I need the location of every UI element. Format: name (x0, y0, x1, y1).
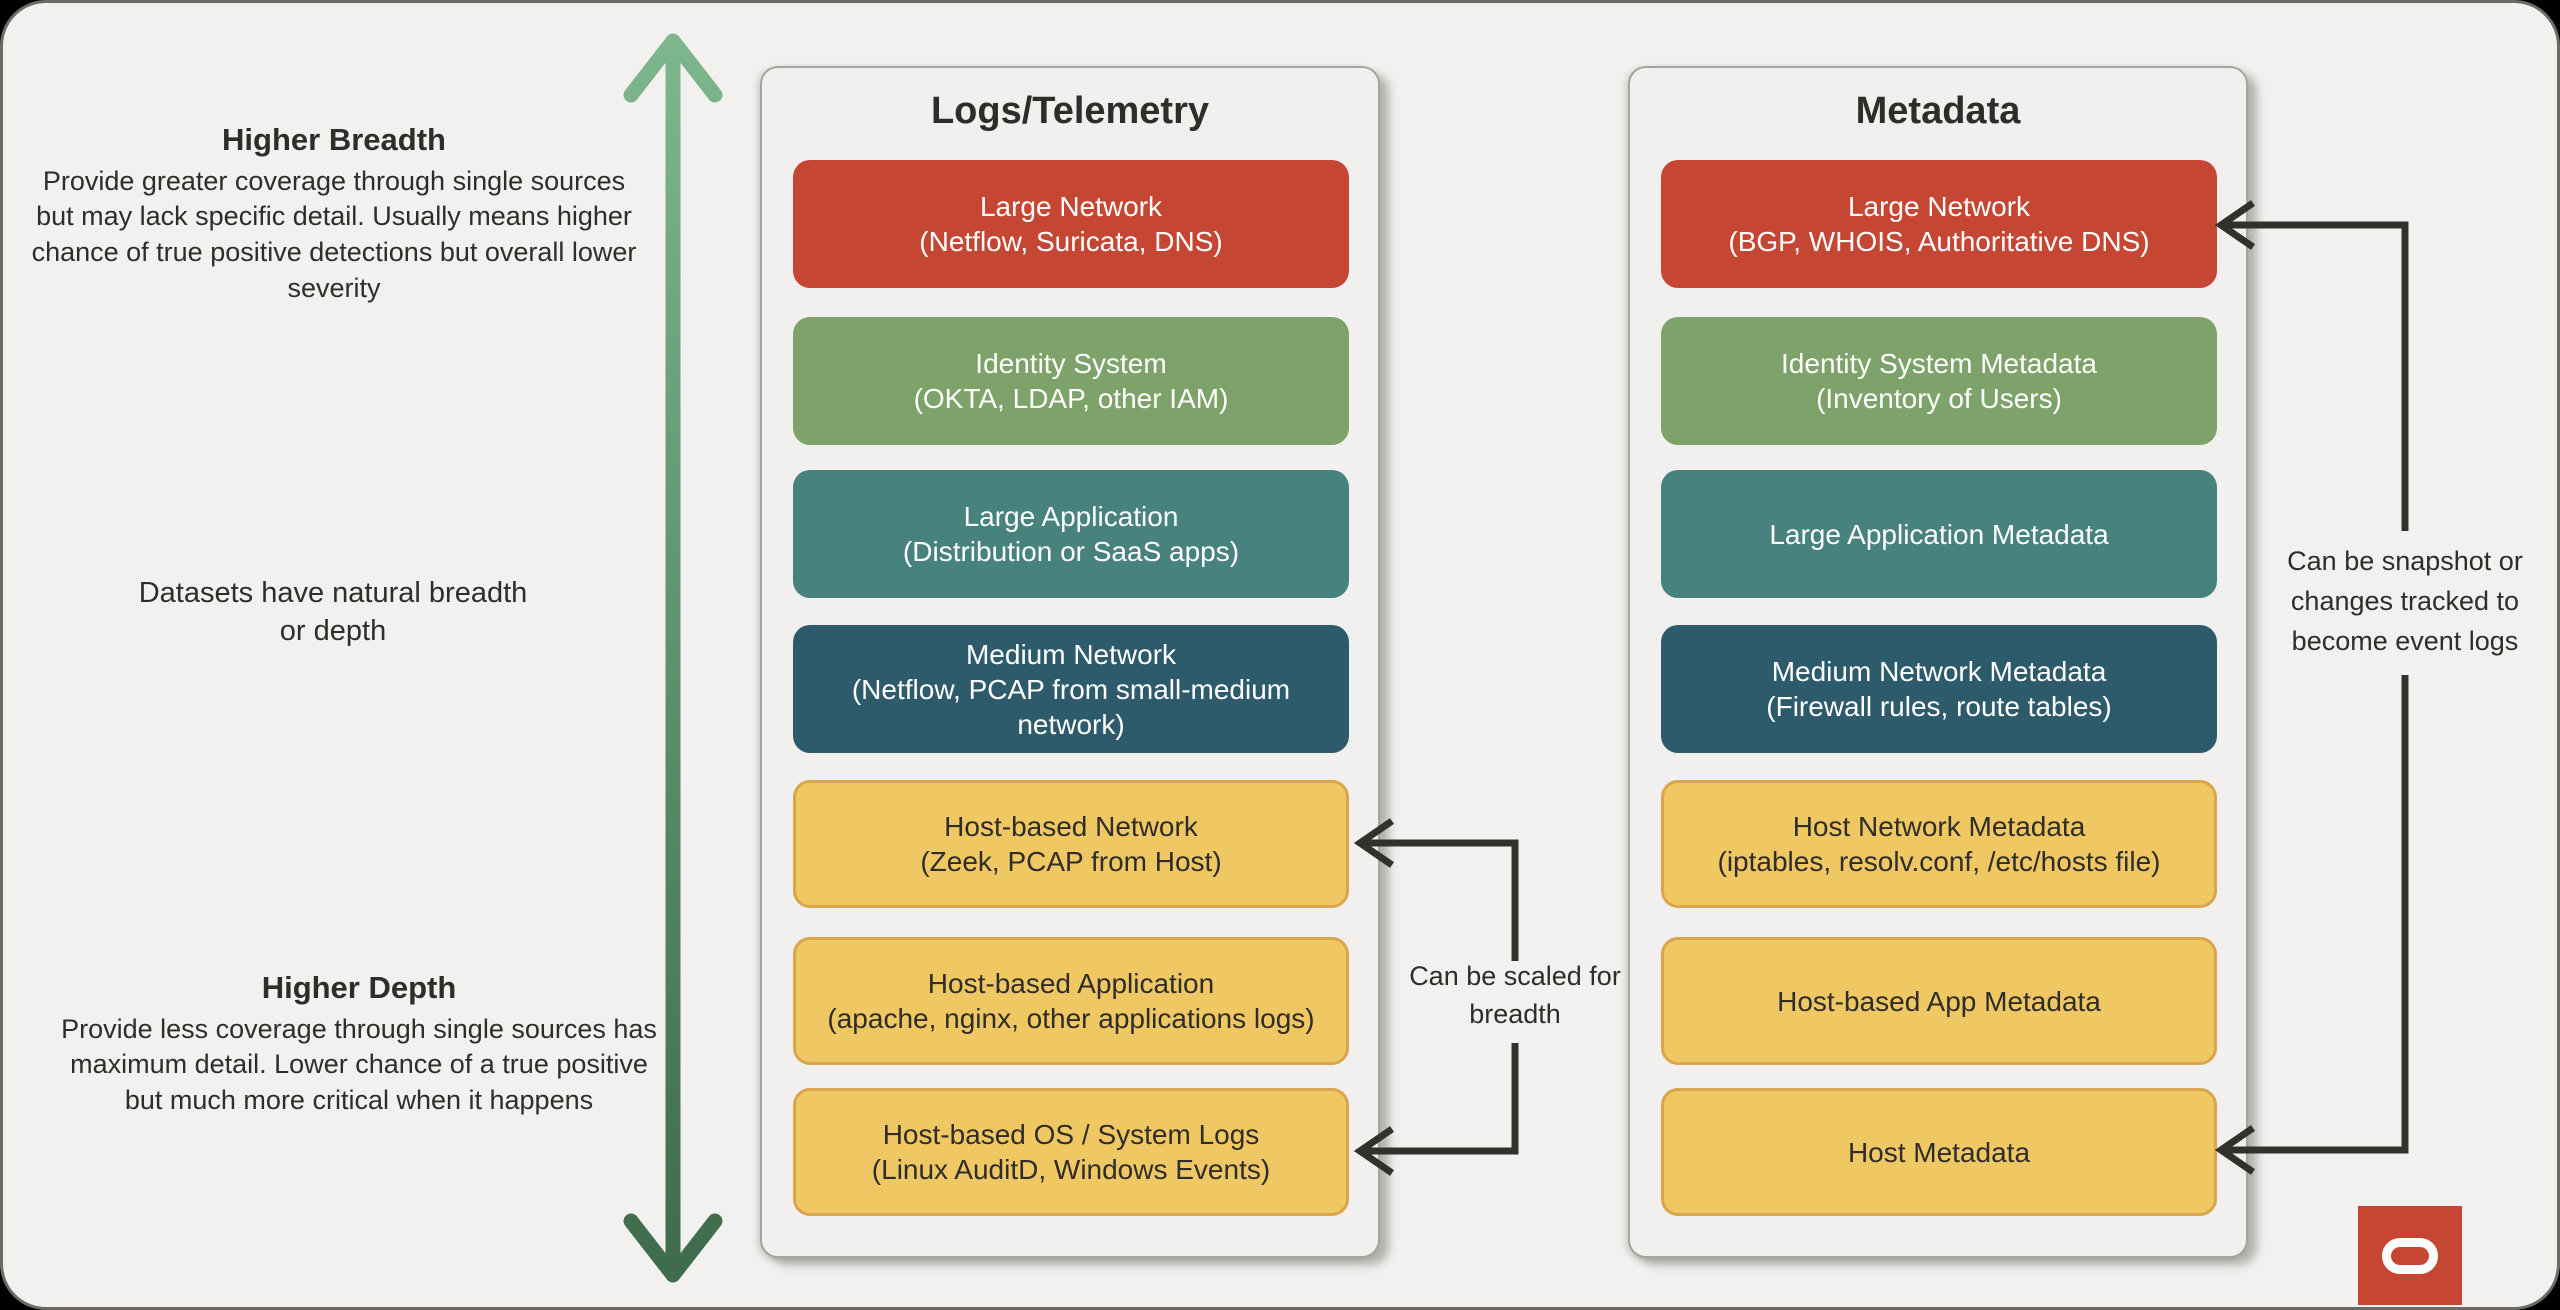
scaled-for-breadth-connector-icon (1353, 818, 1519, 1176)
box-sublabel: (iptables, resolv.conf, /etc/hosts file) (1717, 846, 2161, 877)
box-sublabel: (Distribution or SaaS apps) (902, 536, 1240, 567)
box-label: Large Network (979, 191, 1163, 222)
box-medium-network-metadata: Medium Network Metadata (Firewall rules,… (1661, 625, 2217, 753)
scaled-for-breadth-note: Can be scaled for breadth (1409, 961, 1621, 1029)
logs-telemetry-boxes: Large Network (Netflow, Suricata, DNS) I… (762, 68, 1378, 1256)
box-label: Identity System Metadata (1781, 348, 2097, 379)
box-label: Medium Network Metadata (1771, 656, 2107, 687)
higher-breadth-note: Higher Breadth Provide greater coverage … (28, 121, 640, 306)
box-host-network-metadata: Host Network Metadata (iptables, resolv.… (1661, 780, 2217, 908)
box-label: Host-based Network (944, 811, 1198, 842)
box-sublabel: (Linux AuditD, Windows Events) (871, 1154, 1271, 1185)
oracle-logo-icon (2358, 1206, 2462, 1305)
box-sublabel: (OKTA, LDAP, other IAM) (913, 383, 1229, 414)
oracle-o-mark (2382, 1237, 2438, 1274)
higher-depth-note: Higher Depth Provide less coverage throu… (53, 969, 665, 1119)
metadata-boxes: Large Network (BGP, WHOIS, Authoritative… (1630, 68, 2246, 1256)
box-large-network-logs: Large Network (Netflow, Suricata, DNS) (793, 160, 1349, 288)
higher-depth-title: Higher Depth (261, 970, 457, 1005)
box-sublabel: (apache, nginx, other applications logs) (827, 1003, 1315, 1034)
box-large-network-metadata: Large Network (BGP, WHOIS, Authoritative… (1661, 160, 2217, 288)
logs-telemetry-title: Logs/Telemetry (930, 90, 1210, 132)
box-sublabel: (BGP, WHOIS, Authoritative DNS) (1728, 226, 2150, 257)
metadata-panel: Metadata Large Network (BGP, WHOIS, Auth… (1628, 66, 2248, 1258)
box-sublabel: (Netflow, PCAP from small-medium network… (851, 673, 1291, 740)
box-label: Medium Network (965, 638, 1177, 670)
box-identity-system-logs: Identity System (OKTA, LDAP, other IAM) (793, 317, 1349, 445)
box-host-based-network-logs: Host-based Network (Zeek, PCAP from Host… (793, 780, 1349, 908)
snapshot-connector-icon (2214, 200, 2409, 1175)
box-label: Host-based OS / System Logs (882, 1119, 1260, 1150)
box-label: Identity System (975, 348, 1167, 379)
box-label: Host-based Application (927, 968, 1215, 999)
higher-depth-body: Provide less coverage through single sou… (61, 1013, 657, 1115)
box-label: Host-based App Metadata (1777, 985, 2101, 1017)
higher-breadth-title: Higher Breadth (222, 122, 446, 157)
metadata-title: Metadata (1855, 90, 2021, 132)
logs-telemetry-panel: Logs/Telemetry Large Network (Netflow, S… (760, 66, 1380, 1258)
breadth-depth-arrow-icon (623, 33, 723, 1283)
box-label: Host Network Metadata (1792, 811, 2086, 842)
box-label: Large Network (1847, 191, 2031, 222)
box-host-based-app-metadata: Host-based App Metadata (1661, 937, 2217, 1065)
box-sublabel: (Netflow, Suricata, DNS) (919, 226, 1223, 257)
box-host-based-application-logs: Host-based Application (apache, nginx, o… (793, 937, 1349, 1065)
box-large-application-logs: Large Application (Distribution or SaaS … (793, 470, 1349, 598)
snapshot-note: Can be snapshot or changes tracked to be… (2287, 546, 2523, 656)
box-sublabel: (Inventory of Users) (1816, 383, 2062, 414)
box-medium-network-logs: Medium Network (Netflow, PCAP from small… (793, 625, 1349, 753)
box-label: Large Application (963, 501, 1179, 532)
box-sublabel: (Zeek, PCAP from Host) (920, 846, 1222, 877)
box-label: Host Metadata (1847, 1136, 2031, 1168)
higher-breadth-body: Provide greater coverage through single … (31, 165, 637, 303)
box-identity-system-metadata: Identity System Metadata (Inventory of U… (1661, 317, 2217, 445)
box-large-application-metadata: Large Application Metadata (1661, 470, 2217, 598)
box-host-based-os-logs: Host-based OS / System Logs (Linux Audit… (793, 1088, 1349, 1216)
box-sublabel: (Firewall rules, route tables) (1766, 691, 2112, 722)
natural-breadth-depth-note: Datasets have natural breadth or depth (138, 577, 528, 647)
box-host-metadata: Host Metadata (1661, 1088, 2217, 1216)
box-label: Large Application Metadata (1769, 518, 2109, 550)
